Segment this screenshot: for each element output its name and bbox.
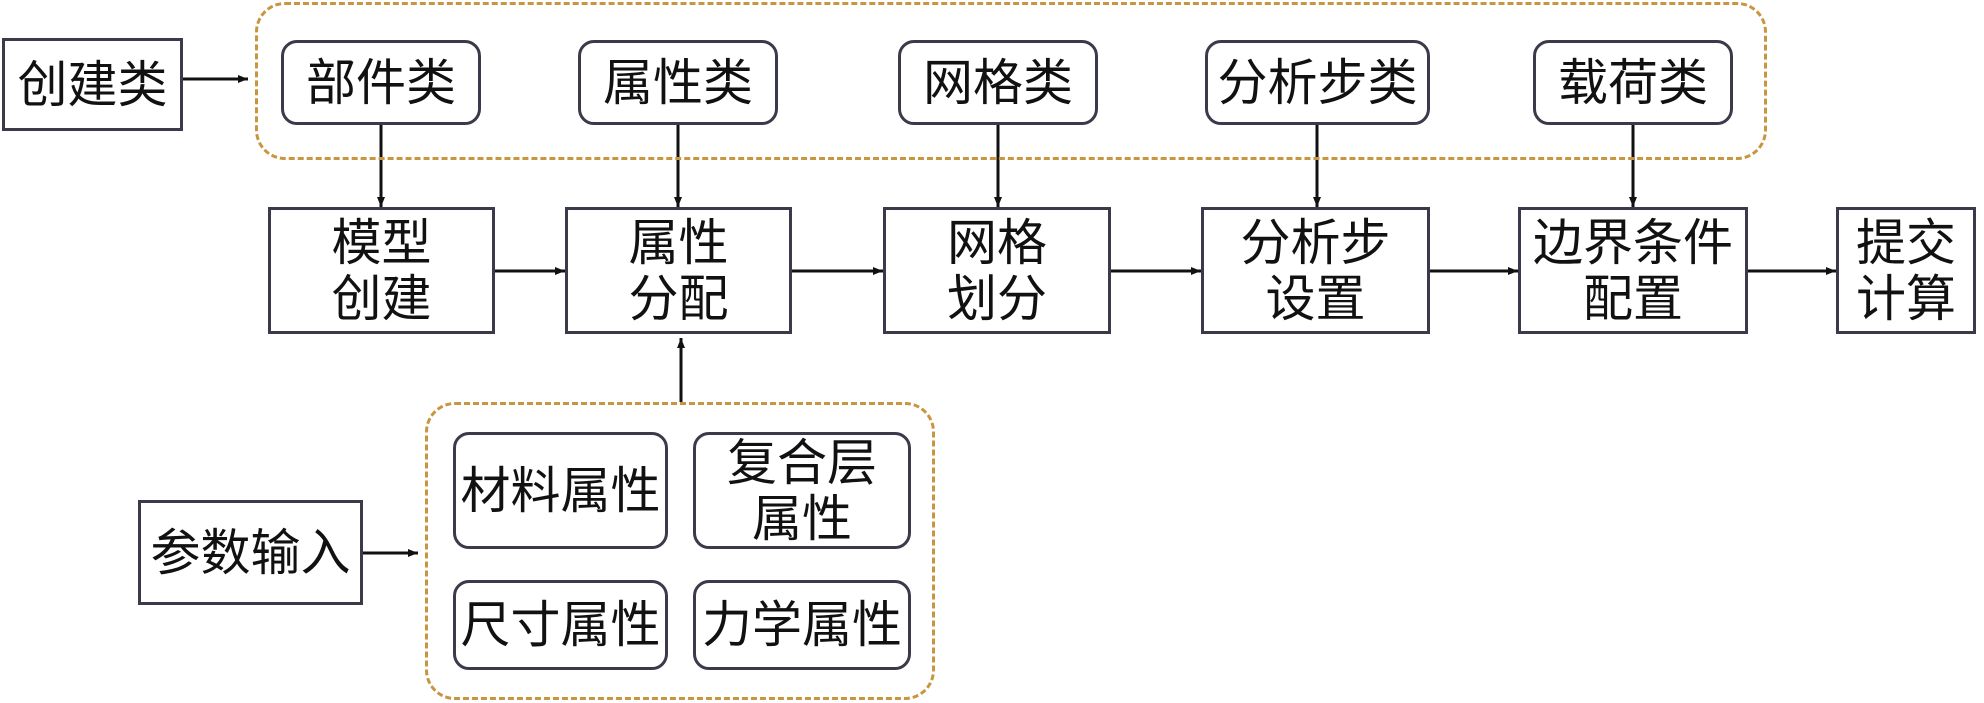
property-class-box: 属性类 bbox=[578, 40, 778, 125]
submit-computation-box: 提交 计算 bbox=[1836, 207, 1976, 334]
submit-computation-line2: 计算 bbox=[1856, 269, 1956, 328]
model-creation-box: 模型 创建 bbox=[268, 207, 495, 334]
property-assignment-line2: 分配 bbox=[628, 269, 729, 328]
property-class-label: 属性类 bbox=[603, 53, 753, 112]
model-creation-line2: 创建 bbox=[331, 269, 432, 328]
mesh-generation-line1: 网格 bbox=[947, 213, 1047, 272]
mesh-generation-box: 网格 划分 bbox=[883, 207, 1111, 334]
parameter-input-label: 参数输入 bbox=[150, 523, 351, 582]
submit-computation-line1: 提交 bbox=[1856, 213, 1956, 272]
composite-layer-line1: 复合层 bbox=[727, 433, 877, 492]
create-classes-box: 创建类 bbox=[2, 38, 183, 131]
part-class-label: 部件类 bbox=[306, 53, 456, 112]
dimension-property-label: 尺寸属性 bbox=[460, 596, 661, 654]
mechanical-property-box: 力学属性 bbox=[693, 580, 911, 670]
dimension-property-box: 尺寸属性 bbox=[453, 580, 668, 670]
mesh-class-label: 网格类 bbox=[923, 53, 1073, 112]
step-setup-line2: 设置 bbox=[1265, 269, 1366, 328]
boundary-conditions-box: 边界条件 配置 bbox=[1518, 207, 1748, 334]
composite-layer-property-box: 复合层 属性 bbox=[693, 432, 911, 549]
mesh-generation-line2: 划分 bbox=[947, 269, 1047, 328]
parameter-input-box: 参数输入 bbox=[138, 500, 363, 605]
load-class-box: 载荷类 bbox=[1533, 40, 1733, 125]
mechanical-property-label: 力学属性 bbox=[702, 596, 902, 654]
step-setup-box: 分析步 设置 bbox=[1201, 207, 1430, 334]
create-classes-label: 创建类 bbox=[17, 55, 168, 114]
mesh-class-box: 网格类 bbox=[898, 40, 1098, 125]
material-property-box: 材料属性 bbox=[453, 432, 668, 549]
composite-layer-line2: 属性 bbox=[752, 489, 852, 548]
boundary-conditions-line2: 配置 bbox=[1583, 269, 1683, 328]
property-group bbox=[425, 402, 935, 700]
step-setup-line1: 分析步 bbox=[1240, 213, 1391, 272]
class-modules-group bbox=[255, 2, 1767, 160]
model-creation-line1: 模型 bbox=[331, 213, 432, 272]
load-class-label: 载荷类 bbox=[1558, 53, 1708, 112]
part-class-box: 部件类 bbox=[281, 40, 481, 125]
step-class-label: 分析步类 bbox=[1217, 53, 1418, 112]
material-property-label: 材料属性 bbox=[460, 461, 661, 520]
step-class-box: 分析步类 bbox=[1205, 40, 1430, 125]
boundary-conditions-line1: 边界条件 bbox=[1533, 213, 1733, 272]
property-assignment-line1: 属性 bbox=[628, 213, 729, 272]
property-assignment-box: 属性 分配 bbox=[565, 207, 792, 334]
